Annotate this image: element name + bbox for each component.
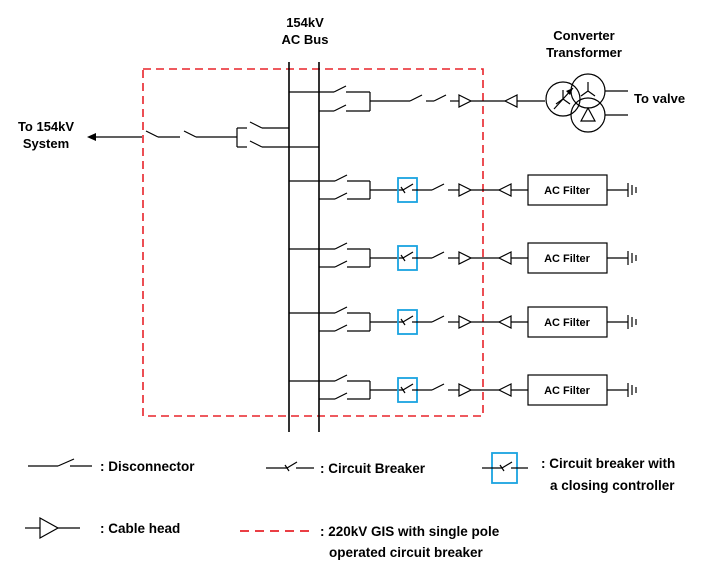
ac-filter-label: AC Filter [544, 185, 591, 197]
legend-closing-controller-label-line1: : Circuit breaker with [541, 456, 675, 471]
cable-head [497, 383, 512, 397]
ac-filter-label: AC Filter [544, 385, 591, 397]
bus-label-line2: AC Bus [282, 32, 329, 47]
system-feeder [87, 121, 319, 148]
legend-disconnector-symbol [28, 458, 92, 467]
legend-circuit-breaker-symbol [266, 461, 314, 472]
legend-circuit-breaker-label: : Circuit Breaker [320, 461, 426, 476]
cable-head [458, 251, 473, 265]
legend: : Disconnector : Circuit Breaker : Circu… [25, 452, 675, 560]
gis-boundary [142, 68, 484, 417]
transformer-label-line2: Transformer [546, 45, 622, 60]
cable-head [497, 315, 512, 329]
cable-head [497, 251, 512, 265]
cable-head [458, 315, 473, 329]
cable-head [458, 183, 473, 197]
transformer-feeder [289, 85, 545, 112]
cable-head [497, 183, 512, 197]
legend-gis-label-line1: : 220kV GIS with single pole [320, 524, 500, 539]
ac-filter-box [527, 374, 608, 406]
bus-label-line1: 154kV [286, 15, 324, 30]
system-label-line2: System [23, 136, 69, 151]
filter-feeder: AC Filter [289, 374, 637, 406]
legend-closing-controller-label-line2: a closing controller [550, 478, 675, 493]
ac-filter-box [527, 174, 608, 206]
ac-filter-box [527, 242, 608, 274]
filter-feeder: AC Filter [289, 174, 637, 206]
transformer-label-line1: Converter [553, 28, 614, 43]
filter-feeder: AC Filter [289, 242, 637, 274]
ac-filter-box [527, 306, 608, 338]
to-valve-label: To valve [634, 91, 685, 106]
filter-feeders: AC Filter AC Filter AC Filter AC Filter [289, 174, 637, 406]
ac-filter-label: AC Filter [544, 253, 591, 265]
legend-closing-controller-symbol [482, 452, 528, 484]
filter-feeder: AC Filter [289, 306, 637, 338]
cable-head [458, 383, 473, 397]
legend-cable-head-symbol [25, 516, 80, 540]
legend-disconnector-label: : Disconnector [100, 459, 195, 474]
legend-cable-head-label: : Cable head [100, 521, 180, 536]
converter-transformer [545, 73, 628, 133]
legend-gis-label-line2: operated circuit breaker [329, 545, 484, 560]
system-label-line1: To 154kV [18, 119, 74, 134]
ac-filter-label: AC Filter [544, 317, 591, 329]
